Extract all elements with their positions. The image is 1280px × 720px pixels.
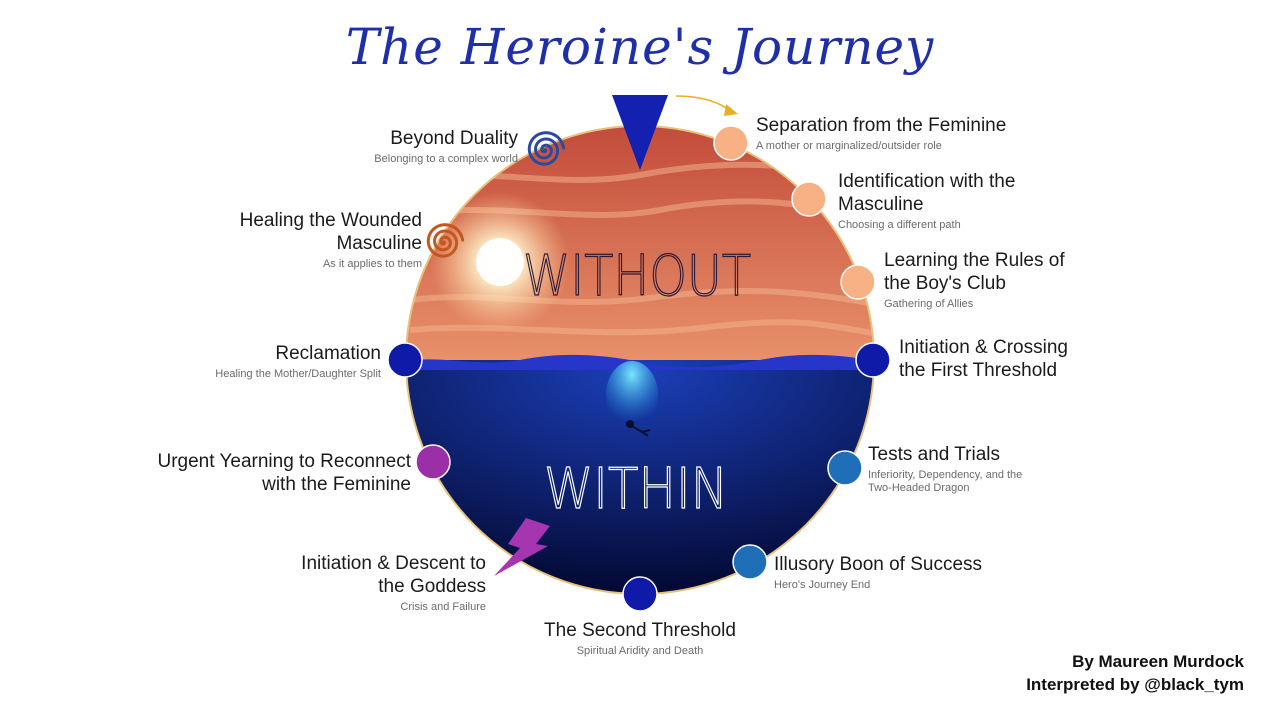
pointer-triangle-icon: [612, 95, 668, 170]
dot-learning: [840, 264, 876, 300]
spiral-icon: [527, 131, 566, 166]
text-line: Belonging to a complex world: [374, 152, 518, 165]
lightning-bolt-icon: [494, 518, 550, 576]
stage-description: Belonging to a complex world: [374, 153, 518, 166]
stage-name: Separation from the Feminine: [756, 115, 1006, 138]
text-line: the First Threshold: [899, 359, 1058, 381]
text-line: Hero's Journey End: [774, 578, 871, 591]
dot-reclamation: [387, 342, 423, 378]
stage-description: Hero's Journey End: [774, 579, 982, 592]
text-line: Identification with the: [838, 171, 1016, 192]
splash: [606, 361, 658, 429]
text-line: Gathering of Allies: [884, 297, 974, 310]
text-line: Reclamation: [275, 343, 381, 364]
sun-disc: [476, 238, 524, 286]
dot-separation: [713, 125, 749, 161]
interpreter-credit: Interpreted by @black_tym: [1026, 675, 1244, 694]
text-line: Initiation & Crossing: [899, 337, 1068, 358]
diagram-title: The Heroine's Journey: [345, 18, 935, 76]
without-label: WITHOUT: [523, 244, 751, 309]
text-line: Masculine: [336, 232, 422, 254]
text-line: Tests and Trials: [868, 444, 1000, 465]
text-line: Beyond Duality: [390, 128, 518, 149]
stage-name: The Second Threshold: [490, 620, 790, 643]
dot-initiation-crossing: [855, 342, 891, 378]
stage-description: As it applies to them: [240, 258, 422, 271]
text-line: Masculine: [838, 193, 924, 215]
stage-name: Illusory Boon of Success: [774, 554, 982, 577]
stage-description: Crisis and Failure: [301, 601, 486, 614]
stage-reclamation: Reclamation Healing the Mother/Daughter …: [215, 343, 381, 381]
stage-second-threshold: The Second Threshold Spiritual Aridity a…: [490, 620, 790, 658]
diver-icon: [626, 420, 651, 437]
stage-beyond: Beyond Duality Belonging to a complex wo…: [374, 128, 518, 166]
text-line: Initiation & Descent to: [301, 553, 486, 574]
text-line: Two-Headed Dragon: [868, 481, 970, 494]
text-line: As it applies to them: [322, 257, 422, 270]
dot-yearning: [415, 444, 451, 480]
author-credit: By Maureen Murdock: [1072, 652, 1244, 671]
text-line: the Goddess: [378, 575, 486, 597]
dot-identification: [791, 181, 827, 217]
waterline-wave: [406, 354, 874, 370]
text-line: Healing the Mother/Daughter Split: [215, 367, 381, 380]
spiral-icon: [426, 223, 465, 258]
text-line: Healing the Wounded: [239, 210, 422, 231]
dot-second-threshold: [622, 576, 658, 612]
curved-arrow-icon: [675, 95, 738, 116]
spiral-path: [527, 131, 566, 166]
text-line: Illusory Boon of Success: [774, 554, 983, 575]
text-line: the Boy's Club: [884, 272, 1006, 294]
text-line: Separation from the Feminine: [756, 115, 1007, 136]
stage-description: A mother or marginalized/outsider role: [756, 140, 1006, 153]
spiral-path: [426, 223, 465, 258]
text-line: Spiritual Aridity and Death: [576, 644, 704, 657]
text-line: Learning the Rules of: [884, 250, 1065, 271]
text-line: Urgent Yearning to Reconnect: [157, 451, 411, 472]
stage-description: Gathering of Allies: [884, 298, 1065, 311]
stage-description: Choosing a different path: [838, 219, 1015, 232]
text-line: with the Feminine: [262, 473, 411, 495]
stage-name: Beyond Duality: [374, 128, 518, 151]
text-line: A mother or marginalized/outsider role: [756, 139, 942, 152]
stage-name: Tests and Trials: [868, 444, 1022, 467]
stage-description: Healing the Mother/Daughter Split: [215, 368, 381, 381]
text-line: Choosing a different path: [838, 218, 961, 231]
stage-illusory: Illusory Boon of Success Hero's Journey …: [774, 554, 982, 592]
dot-tests: [827, 450, 863, 486]
within-label: WITHIN: [544, 457, 728, 522]
stage-description: Spiritual Aridity and Death: [490, 645, 790, 658]
text-line: The Second Threshold: [544, 620, 736, 641]
dot-illusory: [732, 544, 768, 580]
stage-name: Reclamation: [215, 343, 381, 366]
text-line: Inferiority, Dependency, and the: [868, 468, 1023, 481]
stage-tests: Tests and Trials Inferiority, Dependency…: [868, 444, 1022, 495]
stage-separation: Separation from the Feminine A mother or…: [756, 115, 1006, 153]
text-line: Crisis and Failure: [400, 600, 486, 613]
